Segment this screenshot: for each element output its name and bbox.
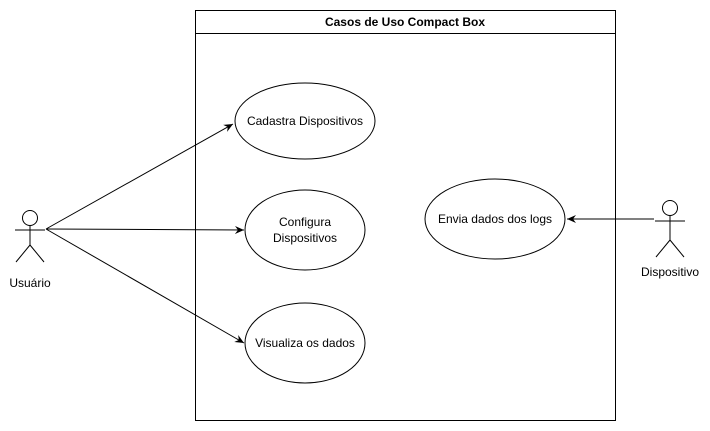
use-case-configura[interactable]: Configura Dispositivos: [244, 189, 366, 271]
system-title: Casos de Uso Compact Box: [325, 15, 485, 29]
use-case-configura-label-line1: Configura: [279, 215, 331, 229]
actor-usuario[interactable]: Usuário: [9, 210, 51, 291]
use-case-visualiza-label: Visualiza os dados: [255, 336, 355, 350]
stick-figure-icon: [655, 200, 685, 258]
association-visualiza: [45, 228, 245, 344]
stick-figure-icon: [15, 210, 45, 263]
association-cadastra: [45, 123, 234, 230]
associations-usuario: [45, 123, 245, 344]
use-case-envia-label: Envia dados dos logs: [438, 212, 552, 226]
actor-usuario-label: Usuário: [9, 276, 51, 290]
actor-dispositivo[interactable]: Dispositivo: [641, 200, 699, 280]
association-configura: [45, 225, 245, 234]
use-case-visualiza[interactable]: Visualiza os dados: [244, 302, 366, 384]
use-case-cadastra-label: Cadastra Dispositivos: [247, 114, 363, 128]
use-case-cadastra[interactable]: Cadastra Dispositivos: [234, 82, 376, 160]
use-case-envia[interactable]: Envia dados dos logs: [424, 178, 566, 260]
actor-dispositivo-label: Dispositivo: [641, 265, 699, 279]
use-case-configura-label-line2: Dispositivos: [273, 231, 337, 245]
